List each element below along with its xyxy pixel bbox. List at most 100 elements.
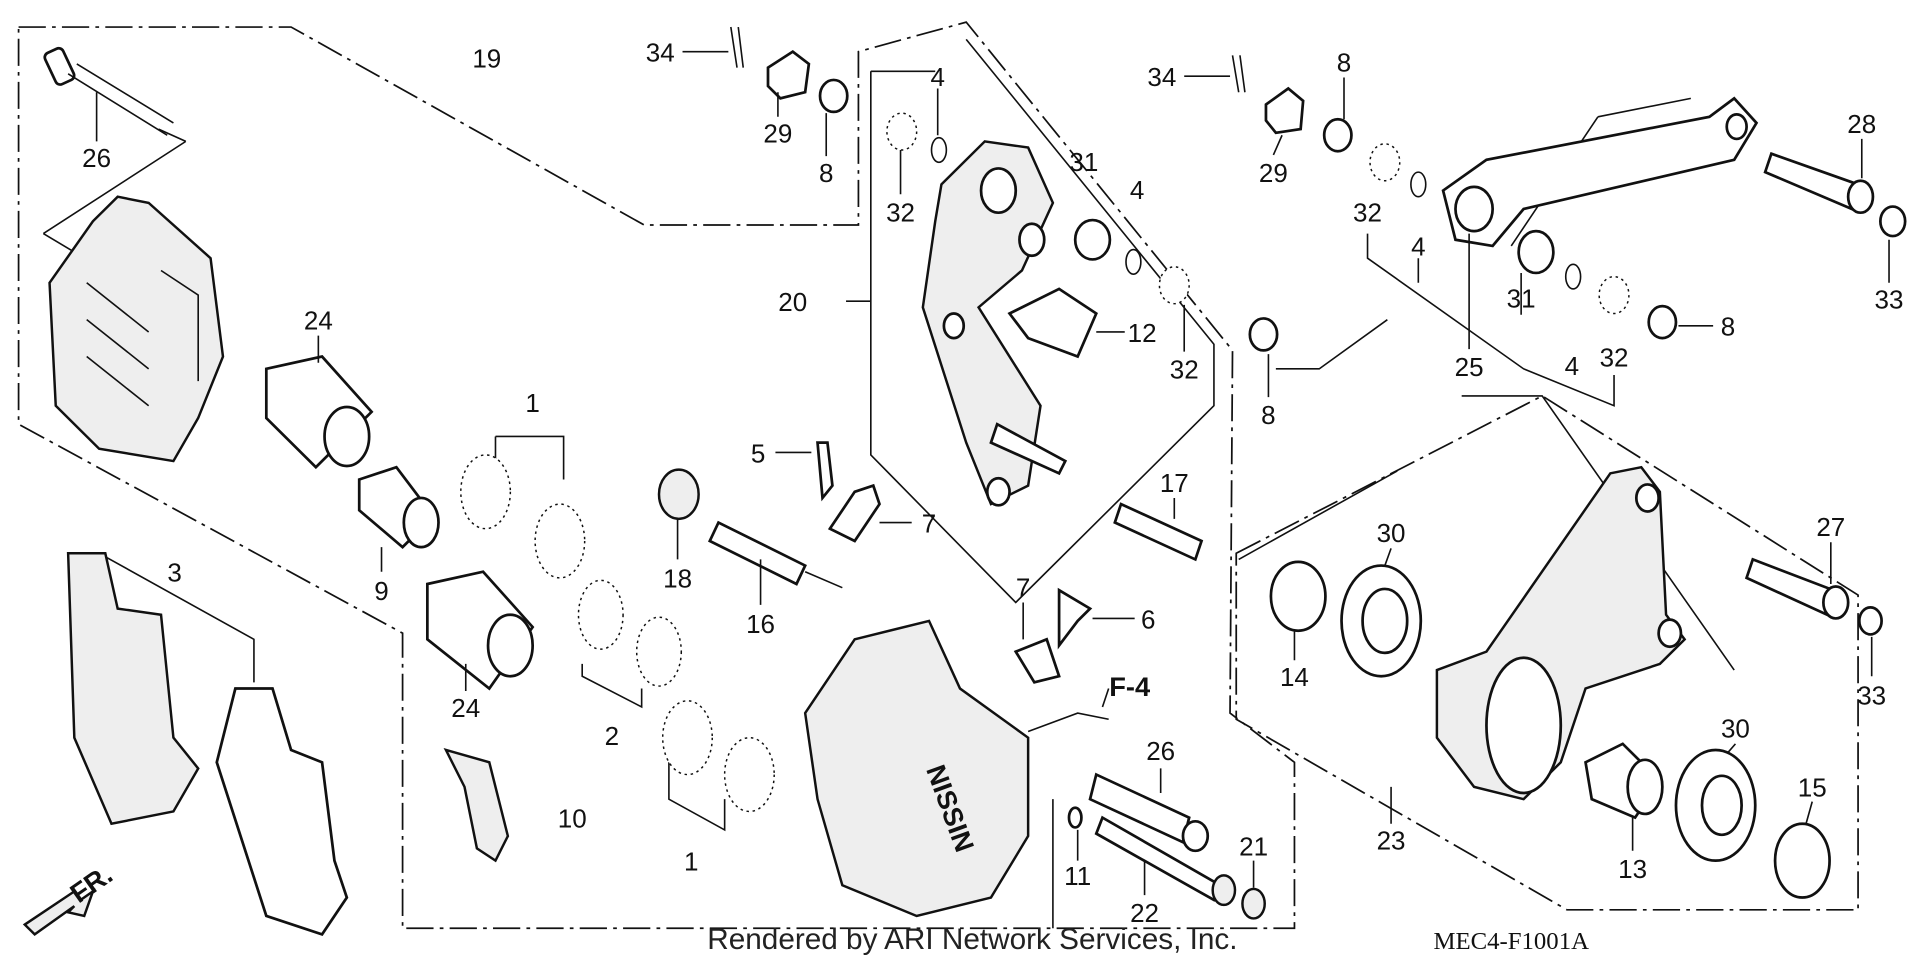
seal-1-b: [661, 700, 775, 813]
pin-16: [707, 520, 843, 589]
callout-13: 13: [1618, 856, 1647, 884]
callout-4: 4: [1130, 177, 1144, 205]
callout-30: 30: [1721, 716, 1750, 744]
callout-29: 29: [1259, 160, 1288, 188]
bushing-31-a: [1073, 218, 1112, 261]
callout-14: 14: [1280, 664, 1309, 692]
nut-29: [766, 49, 1305, 135]
callout-31: 31: [1069, 149, 1098, 177]
clip-12: [1007, 287, 1098, 359]
callout-26: 26: [82, 145, 111, 173]
bleeder-6: [1057, 587, 1093, 650]
callout-4: 4: [930, 64, 944, 92]
callout-33: 33: [1875, 287, 1904, 315]
callout-15: 15: [1798, 775, 1827, 803]
callout-4: 4: [1411, 234, 1425, 262]
callout-8: 8: [1721, 314, 1735, 342]
pin-22: [1094, 815, 1237, 907]
callout-22: 22: [1130, 900, 1159, 928]
bushing-14: [1269, 560, 1327, 633]
bleeder-5: [816, 441, 834, 502]
callout-8: 8: [1261, 402, 1275, 430]
reference-marker: F-4: [1109, 671, 1150, 702]
callout-8: 8: [1337, 49, 1351, 77]
callout-21: 21: [1239, 834, 1268, 862]
piston-9: [357, 465, 440, 549]
callout-2: 2: [605, 723, 619, 751]
seal-1-a: [460, 454, 586, 579]
rocker-arm: [1435, 465, 1687, 801]
front-arrow-icon: [22, 888, 96, 937]
bearing-32: [886, 112, 1630, 315]
watermark: Rendered by ARI Network Services, Inc.: [707, 923, 1237, 956]
callout-34: 34: [646, 40, 675, 68]
plug-21: [1241, 887, 1266, 920]
callout-3: 3: [167, 560, 181, 588]
callout-25: 25: [1455, 354, 1484, 382]
callout-34: 34: [1147, 64, 1176, 92]
callout-6: 6: [1141, 606, 1155, 634]
bolt-17: [1113, 502, 1204, 562]
bearing-30-b: [1674, 748, 1757, 862]
callout-1: 1: [684, 849, 698, 877]
pin-26-bottom: [1088, 772, 1210, 853]
link-rod-25: [1441, 96, 1759, 248]
caliper-cover-19: [48, 195, 225, 463]
bracket-7-b: [1013, 637, 1061, 684]
bolt-26-top: [43, 46, 174, 136]
callout-11: 11: [1064, 863, 1091, 891]
cap-33: [1857, 205, 1907, 636]
callout-32: 32: [1600, 344, 1629, 372]
callout-5: 5: [751, 440, 765, 468]
callout-24: 24: [304, 308, 333, 336]
washer-11: [1067, 806, 1083, 829]
boot-18: [657, 468, 700, 521]
caliper-body: NISSIN: [803, 619, 1030, 918]
callout-12: 12: [1128, 320, 1157, 348]
callout-10: 10: [558, 806, 587, 834]
callout-19: 19: [472, 46, 501, 74]
bearing-30-a: [1340, 564, 1423, 678]
callout-9: 9: [374, 578, 388, 606]
piston-24-b: [425, 570, 535, 691]
callout-8: 8: [819, 160, 833, 188]
callout-1: 1: [525, 390, 539, 418]
bracket-7-a: [827, 483, 881, 543]
circlip-4: [930, 136, 1582, 290]
seal-2: [577, 579, 683, 687]
parts: NISSIN: [22, 26, 1907, 937]
callout-32: 32: [886, 199, 915, 227]
callout-26: 26: [1146, 738, 1175, 766]
callout-30: 30: [1377, 520, 1406, 548]
callout-16: 16: [746, 611, 775, 639]
bushing-15: [1773, 822, 1831, 899]
callout-23: 23: [1377, 828, 1406, 856]
callout-31: 31: [1507, 285, 1536, 313]
bracket-20: [921, 140, 1068, 507]
callout-33: 33: [1857, 683, 1886, 711]
piston-24-a: [264, 355, 374, 470]
callout-17: 17: [1160, 470, 1189, 498]
diagram-code: MEC4-F1001A: [1433, 928, 1589, 955]
brake-pads-3: [66, 552, 349, 937]
callout-32: 32: [1353, 199, 1382, 227]
callouts: 34 29 8 4 32 19 26 24 1 9 3 24 2 1 10 18…: [64, 40, 1903, 957]
callout-24: 24: [451, 695, 480, 723]
spring-10: [443, 748, 510, 863]
bolt-27: [1744, 557, 1850, 620]
collar-8: [818, 78, 1678, 352]
cotter-pin-34: [730, 26, 1246, 93]
callout-27: 27: [1816, 514, 1845, 542]
callout-18: 18: [663, 566, 692, 594]
leader-lines: [95, 50, 1890, 896]
callout-7: 7: [1016, 574, 1030, 602]
bushing-31-b: [1517, 229, 1555, 275]
callout-29: 29: [763, 121, 792, 149]
callout-32: 32: [1170, 357, 1199, 385]
callout-28: 28: [1847, 111, 1876, 139]
collar-13: [1584, 742, 1664, 820]
callout-20: 20: [778, 289, 807, 317]
callout-7: 7: [922, 510, 936, 538]
callout-4: 4: [1565, 353, 1579, 381]
